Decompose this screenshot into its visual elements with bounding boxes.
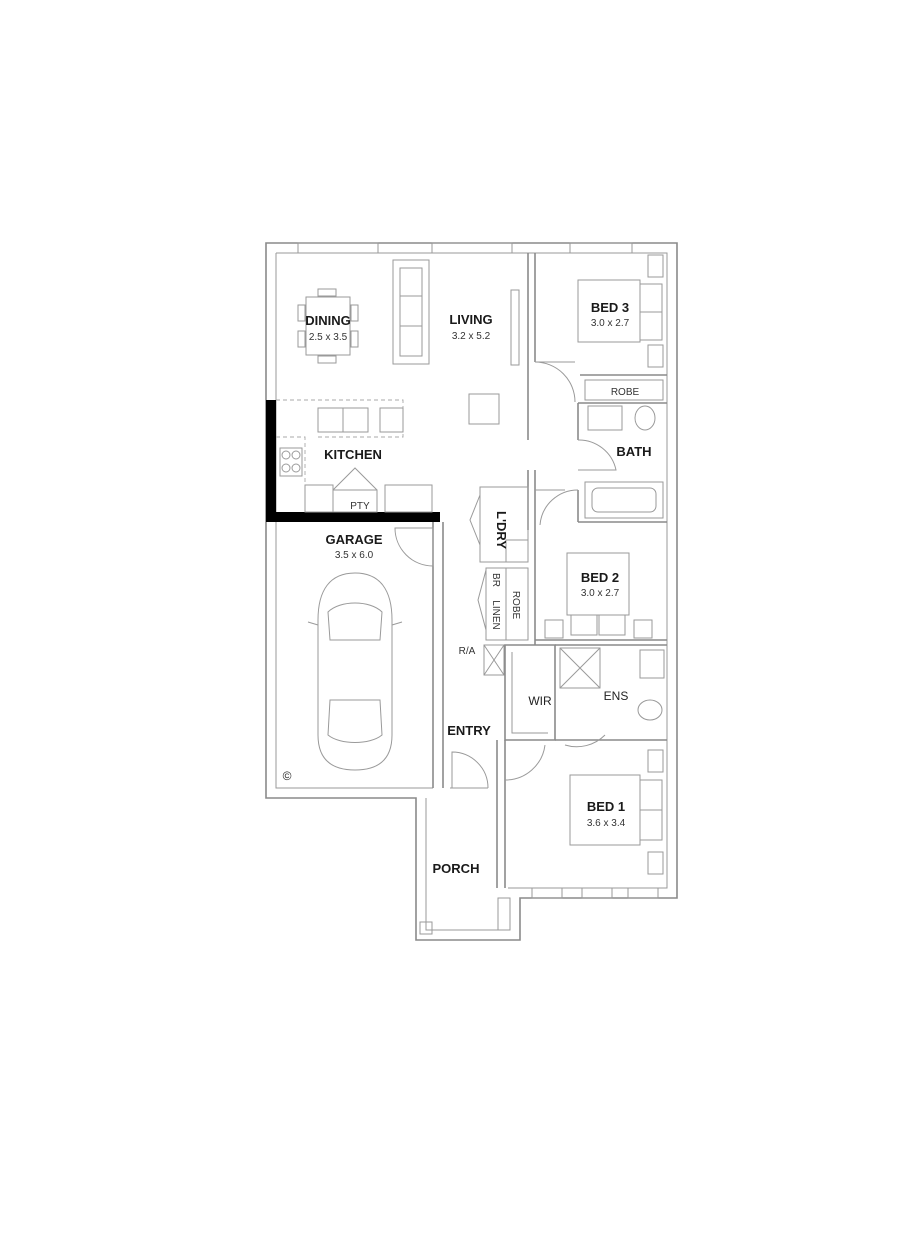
- car-icon: [307, 572, 403, 771]
- ottoman: [468, 393, 500, 425]
- door-swing-icon: [332, 467, 378, 491]
- door-swing-icon: [451, 751, 489, 789]
- bath-label: BATH: [616, 444, 651, 459]
- sink-icon: [639, 649, 665, 679]
- doors: [332, 361, 617, 789]
- living-label: LIVING: [449, 312, 492, 327]
- shower-icon: [559, 647, 601, 689]
- tv-unit: [510, 289, 520, 366]
- bath-fixtures: [505, 405, 665, 721]
- ens-label: ENS: [604, 689, 629, 703]
- kitchen-joinery: [276, 399, 433, 513]
- entry-label: ENTRY: [447, 723, 491, 738]
- bed1-size: 3.6 x 3.4: [587, 818, 626, 829]
- broom-label: BR: [490, 573, 501, 587]
- toilet-icon: [634, 405, 656, 431]
- return-air-label: R/A: [459, 646, 476, 657]
- dining-size: 2.5 x 3.5: [309, 332, 348, 343]
- door-swing-icon: [394, 527, 434, 567]
- door-swing-icon: [564, 734, 606, 748]
- bed3-size: 3.0 x 2.7: [591, 318, 630, 329]
- bed1-windows: [531, 887, 659, 899]
- feature-wall: [266, 400, 276, 522]
- door-swing-icon: [469, 494, 481, 546]
- bed-icon: [544, 552, 653, 639]
- robe-bed3-label: ROBE: [611, 387, 640, 398]
- cooktop-icon: [279, 447, 303, 477]
- bed2-size: 3.0 x 2.7: [581, 588, 620, 599]
- laundry-label: L'DRY: [494, 511, 509, 549]
- door-swing-icon: [477, 569, 487, 631]
- bed3-label: BED 3: [591, 300, 629, 315]
- kitchen-garage-wall: [266, 512, 440, 522]
- pantry-label: PTY: [350, 501, 370, 512]
- sink-icon: [505, 539, 529, 563]
- wir-label: WIR: [528, 694, 552, 708]
- bed-icon: [569, 749, 664, 875]
- dining-table-icon: [297, 288, 359, 364]
- linen-label: LINEN: [490, 600, 501, 629]
- copyright-mark: ©: [283, 769, 292, 783]
- sink-icon: [587, 405, 623, 431]
- garage-size: 3.5 x 6.0: [335, 550, 374, 561]
- bed1-label: BED 1: [587, 799, 625, 814]
- sofa-icon: [392, 259, 430, 365]
- garage-label: GARAGE: [325, 532, 382, 547]
- top-windows: [297, 242, 633, 254]
- porch-label: PORCH: [433, 861, 480, 876]
- robe-bed2-label: ROBE: [510, 591, 521, 620]
- dining-label: DINING: [305, 313, 351, 328]
- living-size: 3.2 x 5.2: [452, 331, 491, 342]
- bed-icon: [577, 254, 664, 368]
- interior-walls: [419, 253, 667, 935]
- toilet-icon: [637, 699, 663, 721]
- door-swing-icon: [577, 439, 617, 471]
- door-swing-icon: [539, 489, 579, 526]
- door-swing-icon: [504, 744, 546, 781]
- bathtub-icon: [584, 481, 664, 519]
- bed2-label: BED 2: [581, 570, 619, 585]
- kitchen-label: KITCHEN: [324, 447, 382, 462]
- door-swing-icon: [534, 361, 576, 403]
